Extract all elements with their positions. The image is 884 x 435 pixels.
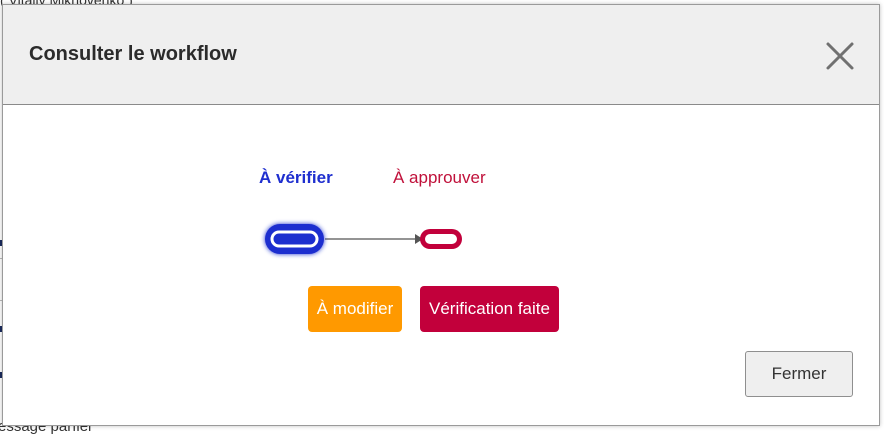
workflow-modal: Consulter le workflow À vérifier À appro… [2, 4, 880, 426]
workflow-step-next-label: À approuver [393, 168, 486, 187]
background-fragment [0, 372, 3, 378]
modal-header: Consulter le workflow [3, 5, 879, 105]
workflow-step-current-label: À vérifier [259, 168, 333, 187]
workflow-node-current [265, 224, 324, 254]
close-icon[interactable] [823, 39, 857, 73]
modal-title: Consulter le workflow [29, 43, 237, 65]
verification-done-button[interactable]: Vérification faite [420, 286, 559, 332]
arrow-head-icon [415, 234, 423, 244]
workflow-node-next [420, 229, 462, 249]
modify-button[interactable]: À modifier [308, 286, 402, 332]
workflow-diagram [265, 224, 462, 254]
background-fragment [0, 240, 3, 246]
background-fragment [0, 326, 3, 332]
close-button[interactable]: Fermer [745, 351, 853, 397]
